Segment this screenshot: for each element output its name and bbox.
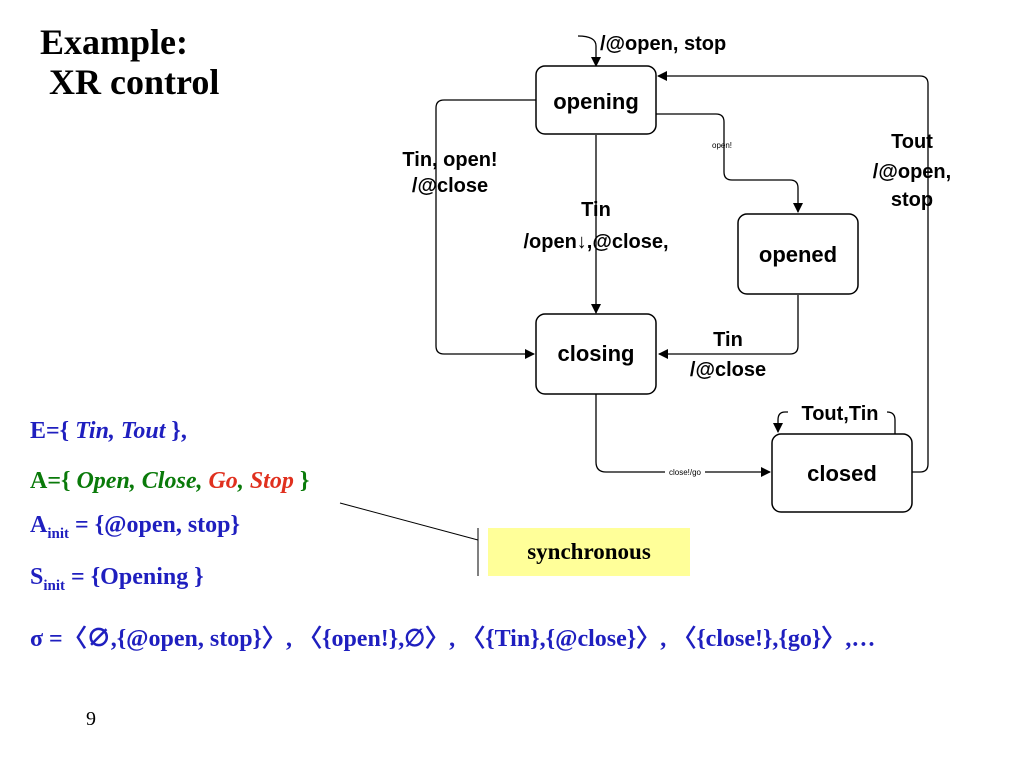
label-open-small: open! xyxy=(712,141,732,150)
label-tin-close-2: /@close xyxy=(690,359,766,381)
state-closing: closing xyxy=(535,313,657,395)
events-line: E={ Tin, Tout }, xyxy=(30,418,187,444)
edge-initial xyxy=(577,35,601,67)
title-line-1: Example: xyxy=(40,22,188,62)
callout-line xyxy=(339,502,479,541)
state-closed-label: closed xyxy=(807,461,877,486)
ainit-line: Ainit = {@open, stop} xyxy=(30,512,240,542)
sigma-line: σ =〈∅,{@open, stop}〉, 〈{open!},∅〉, 〈{Tin… xyxy=(30,626,876,652)
state-closed: closed xyxy=(771,433,913,513)
slide-title: Example: XR control xyxy=(40,22,219,102)
label-tin-close-1: Tin xyxy=(713,329,743,351)
state-opening: opening xyxy=(535,65,657,135)
sinit-line: Sinit = {Opening } xyxy=(30,564,204,594)
title-line-2: XR control xyxy=(40,62,220,102)
state-opened: opened xyxy=(737,213,859,295)
label-close-go: close!/go xyxy=(669,468,702,477)
state-closing-label: closing xyxy=(557,341,634,366)
label-tin-down-2: /open↓,@close, xyxy=(523,231,668,253)
edge-open xyxy=(656,113,803,213)
edge-tin-close xyxy=(658,295,799,359)
state-opened-label: opened xyxy=(759,242,837,267)
synchronous-callout: synchronous xyxy=(488,528,690,576)
edge-close-go xyxy=(595,394,771,477)
label-tout-tin: Tout,Tin xyxy=(801,403,878,425)
edge-self-loop xyxy=(778,411,896,434)
label-tout-3: stop xyxy=(891,189,933,211)
page-number: 9 xyxy=(86,708,96,730)
label-tin-open-2: /@close xyxy=(412,175,488,197)
edge-tin-open-close xyxy=(435,99,536,359)
label-tout-1: Tout xyxy=(891,131,933,153)
actions-line: A={ Open, Close, Go, Stop } xyxy=(30,468,310,494)
edge-tout xyxy=(657,71,929,473)
state-opening-label: opening xyxy=(553,89,639,114)
label-tin-down-1: Tin xyxy=(581,199,611,221)
label-tout-2: /@open, xyxy=(873,161,951,183)
label-tin-open-1: Tin, open! xyxy=(402,149,497,171)
label-initial: /@open, stop xyxy=(600,33,726,55)
